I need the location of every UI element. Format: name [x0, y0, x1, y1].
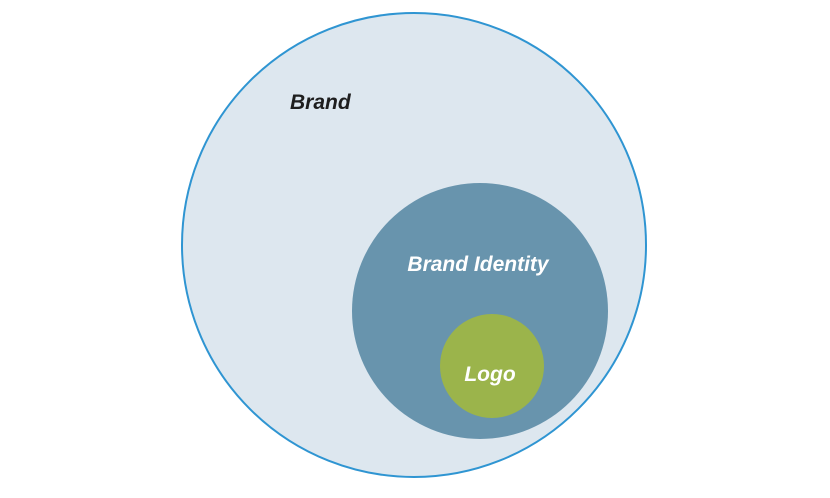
- logo-label: Logo: [464, 363, 515, 386]
- logo-circle: [440, 314, 544, 418]
- brand-identity-label: Brand Identity: [407, 253, 549, 276]
- brand-label: Brand: [290, 91, 352, 114]
- brand-identity-circle: [352, 183, 608, 439]
